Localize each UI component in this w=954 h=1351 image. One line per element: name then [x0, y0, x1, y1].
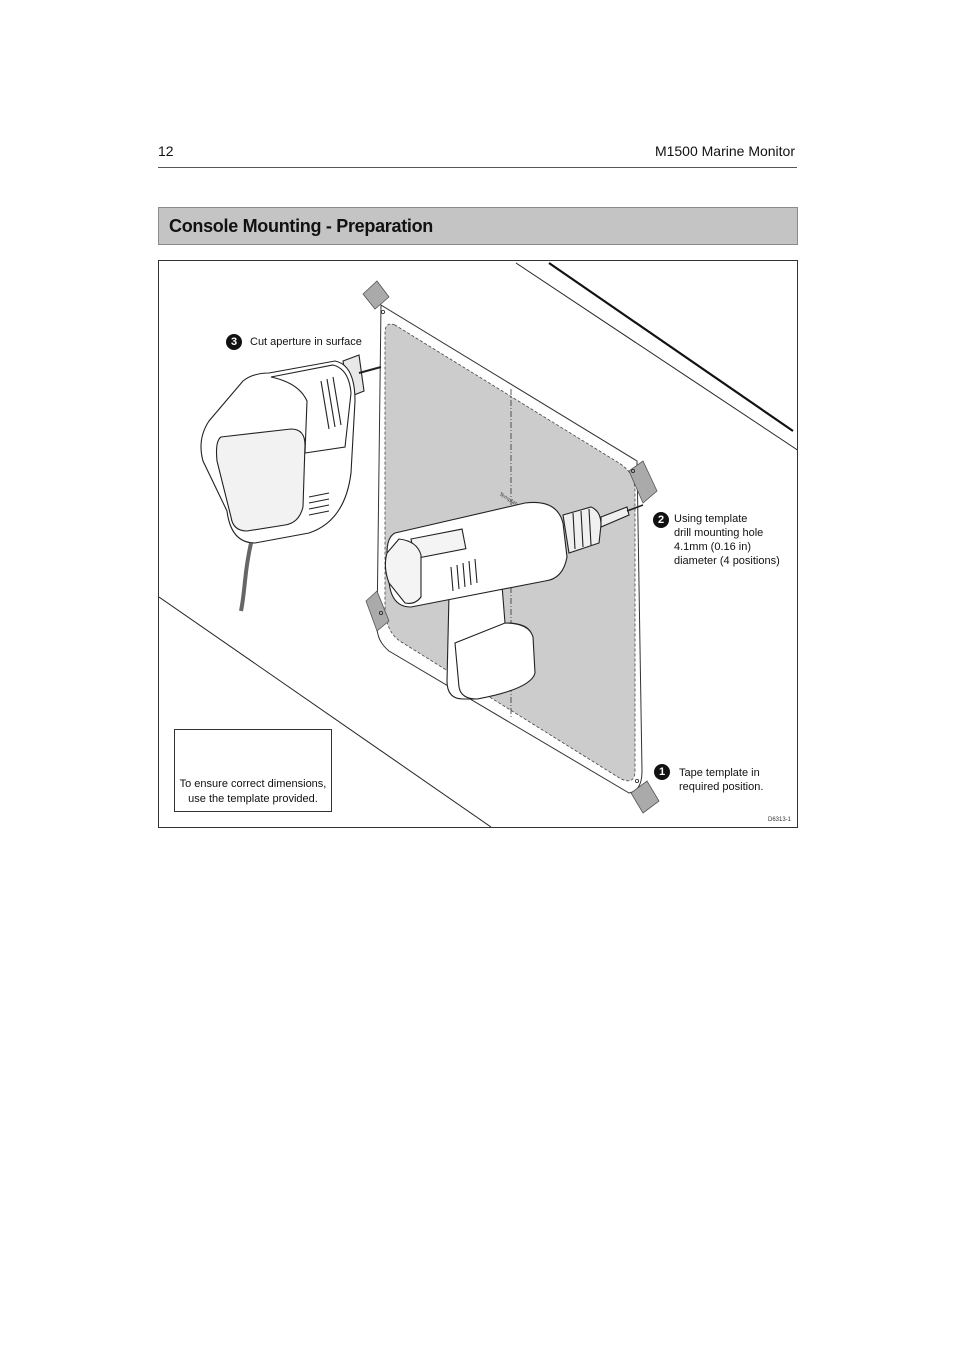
figure-id: D6313-1 — [767, 817, 791, 823]
callout-text: Cut aperture in surface — [250, 336, 362, 348]
tape-bottom-left — [365, 590, 390, 632]
jigsaw-icon — [200, 354, 382, 612]
section-heading-bar: Console Mounting - Preparation — [158, 207, 798, 245]
warning-text: To ensure correct dimensions, use the te… — [179, 778, 327, 805]
section-title: Console Mounting - Preparation — [169, 216, 433, 236]
power-drill-icon — [384, 501, 644, 700]
installation-illustration: Template — [159, 262, 797, 827]
tape-top-left — [362, 280, 390, 310]
document-title: M1500 Marine Monitor — [654, 143, 795, 159]
tape-top-right — [628, 460, 658, 504]
callout-text: Tape template in required position. — [679, 767, 764, 793]
console-top-edge — [548, 262, 794, 432]
console-edge-line — [515, 262, 797, 451]
page-header: 12 M1500 Marine Monitor — [158, 141, 797, 168]
callout-number-badge: 2 — [653, 512, 669, 528]
warning-box: To ensure correct dimensions, use the te… — [174, 729, 332, 812]
console-bottom-edge — [159, 596, 492, 827]
callout-number-badge: 3 — [226, 334, 242, 350]
tape-bottom-right — [630, 780, 660, 814]
page-number: 12 — [158, 143, 174, 159]
installation-figure: Template — [158, 260, 798, 828]
callout-text: Using template drill mounting hole 4.1mm… — [674, 513, 780, 567]
callout-number-badge: 1 — [654, 764, 670, 780]
